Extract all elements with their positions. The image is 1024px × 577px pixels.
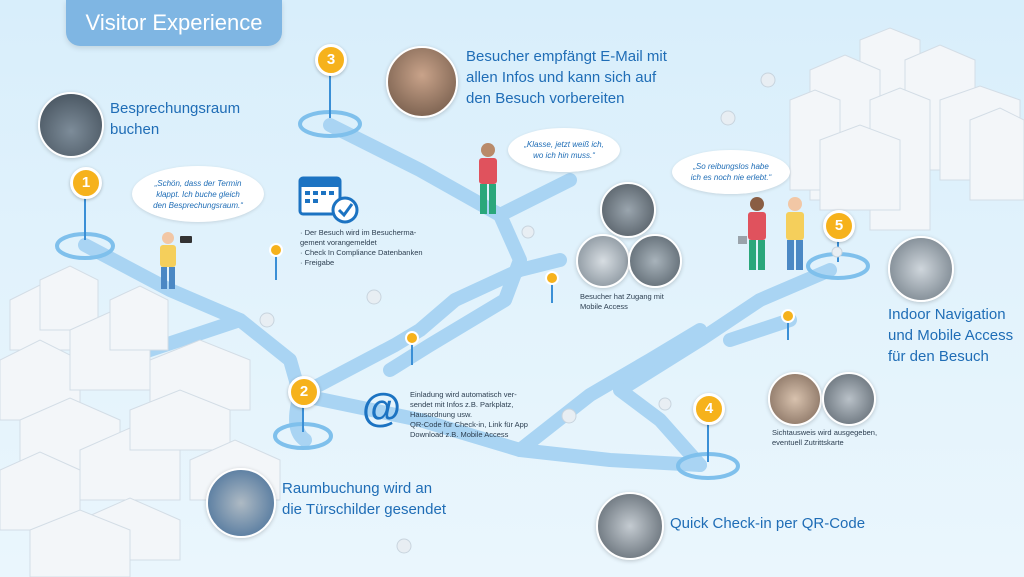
checklist-item: · Der Besuch wird im Besucherma-	[300, 228, 417, 237]
step5-title: Indoor Navigation und Mobile Access für …	[888, 306, 1014, 365]
phone-reader-photo	[628, 234, 682, 288]
step1-quote: „Schön, dass der Termin klappt. Ich buch…	[132, 166, 264, 222]
page-title: Visitor Experience	[66, 0, 282, 46]
checklist-item: · Freigabe	[300, 258, 335, 267]
person-email	[479, 143, 497, 214]
phone-door-photo-top	[600, 182, 656, 238]
calendar-check-icon	[298, 176, 359, 224]
laptop-photo	[38, 92, 104, 158]
people-greeting	[738, 197, 804, 270]
checklist-item: · Check In Compliance Datenbanken	[300, 248, 423, 257]
badge-handover-photo	[768, 372, 822, 426]
person-booking	[160, 232, 192, 289]
checklist-item: gement vorangemeldet	[300, 238, 377, 247]
qr-scan-photo	[596, 492, 664, 560]
email-at-icon: @	[362, 386, 402, 430]
visitor-path	[78, 118, 837, 472]
step4-title: Quick Check-in per QR-Code	[670, 515, 866, 532]
registration-checklist: · Der Besuch wird im Besucherma- gement …	[300, 228, 460, 268]
step3-quote: „Klasse, jetzt weiß ich, wo ich hin muss…	[508, 128, 620, 172]
navigation-phone-photo	[888, 236, 954, 302]
step1-title: Besprechungsraum buchen	[110, 100, 241, 138]
step1-marker: 1	[70, 167, 102, 199]
step3-marker: 3	[315, 44, 347, 76]
door-sign-photo	[206, 468, 276, 538]
badge-note: Sichtausweis wird ausgegeben, eventuell …	[772, 428, 878, 447]
email-note: Einladung wird automatisch ver- sendet m…	[410, 390, 528, 439]
step3-title: Besucher empfängt E-Mail mit allen Infos…	[466, 48, 667, 107]
city-left	[0, 265, 281, 577]
phone-map-photo	[576, 234, 630, 288]
step5-quote: „So reibungslos habe ich es noch nie erl…	[672, 150, 790, 194]
phone-email-photo	[386, 46, 458, 118]
step4-marker: 4	[693, 393, 725, 425]
mobile-access-note: Besucher hat Zugang mit Mobile Access	[580, 292, 664, 311]
card-printer-photo	[822, 372, 876, 426]
step5-marker: 5	[823, 210, 855, 242]
city-right	[789, 27, 1024, 231]
step2-marker: 2	[288, 376, 320, 408]
step2-title: Raumbuchung wird an die Türschilder gese…	[282, 480, 446, 518]
